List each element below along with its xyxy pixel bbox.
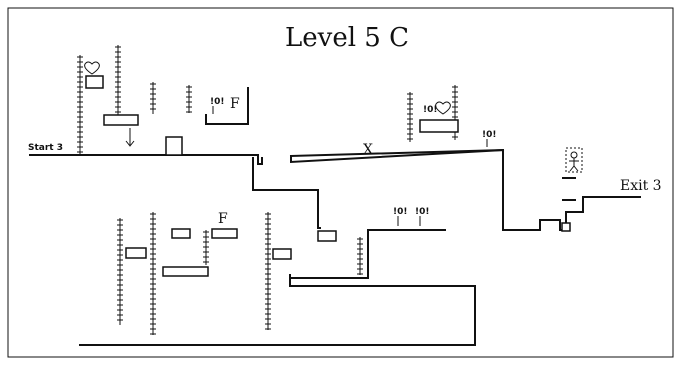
map-border	[7, 7, 674, 358]
exit-label: Exit 3	[620, 178, 662, 194]
flag-label-lower: F	[218, 211, 228, 227]
ladder-rungs-top	[77, 46, 458, 153]
cross-label: X	[363, 142, 373, 158]
hazard-icon: !0!	[415, 207, 429, 217]
heart-icon	[84, 61, 100, 75]
small-block-4	[317, 230, 337, 242]
upper-right-floor	[289, 148, 541, 231]
lower-platform-left	[162, 266, 209, 277]
platform-top-left	[103, 114, 139, 126]
heart-box-right	[419, 119, 459, 133]
hazard-icon: !0!	[482, 130, 496, 140]
level-title: Level 5 C	[285, 23, 409, 53]
heart-platform	[84, 61, 104, 89]
small-block-2	[171, 228, 191, 239]
player-icon	[565, 147, 583, 173]
hazard-icon: !0!	[393, 207, 407, 217]
floor-block	[165, 136, 183, 156]
lower-right-structure	[79, 229, 476, 346]
f-platform-top: !0! F	[205, 87, 249, 125]
small-block-3	[272, 248, 292, 260]
ladder-rungs-bottom	[117, 213, 363, 335]
f-block-lower	[211, 228, 238, 239]
hazard-icon: !0!	[210, 97, 224, 107]
start-label: Start 3	[28, 143, 63, 153]
main-floor	[29, 154, 321, 229]
exit-door	[561, 222, 571, 232]
flag-label-top: F	[230, 96, 240, 112]
exit-steps	[539, 196, 641, 231]
svg-text:!0!: !0!	[423, 105, 437, 115]
small-block-1	[125, 247, 147, 259]
heart-icon	[435, 101, 451, 115]
